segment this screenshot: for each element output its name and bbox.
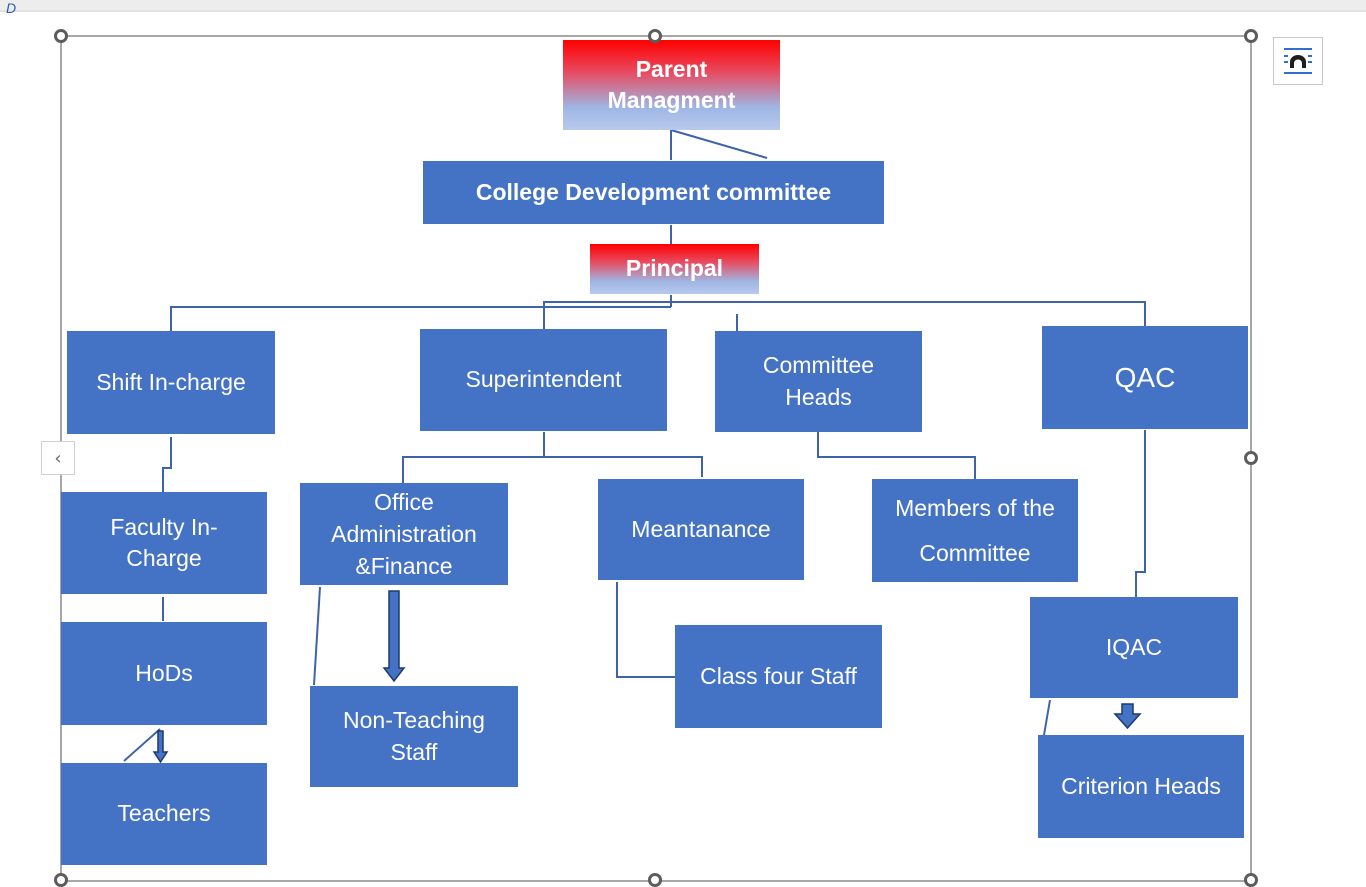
criterion-heads-box[interactable]: Criterion Heads (1038, 735, 1244, 838)
qac-box[interactable]: QAC (1042, 326, 1248, 429)
shift-incharge-box[interactable]: Shift In-charge (67, 331, 275, 434)
office-administration-box[interactable]: Office Administration &Finance (300, 483, 508, 585)
connector-bus-right (671, 301, 1146, 326)
resize-handle-bottom-right[interactable] (1244, 873, 1258, 887)
iqac-box[interactable]: IQAC (1030, 597, 1238, 698)
committee-heads-label: Committee Heads (762, 352, 875, 410)
superintendent-label: Superintendent (465, 366, 622, 393)
non-teaching-staff-label: Non-Teaching Staff (343, 707, 485, 765)
cdc-label: College Development committee (475, 178, 832, 205)
connector-office-nonteaching-diagonal (313, 586, 321, 686)
non-teaching-staff-box[interactable]: Non-Teaching Staff (310, 686, 518, 787)
corner-mark-icon: D (6, 0, 17, 16)
hods-box[interactable]: HoDs (61, 622, 267, 725)
resize-handle-top-left[interactable] (54, 29, 68, 43)
maintenance-label: Meantanance (631, 515, 771, 542)
principal-box[interactable]: Principal (590, 244, 759, 294)
arrow-hods-teachers (152, 730, 169, 764)
connector-maint-classfour (616, 582, 675, 678)
teachers-label: Teachers (117, 800, 211, 827)
faculty-incharge-label: Faculty In-Charge (110, 513, 218, 571)
college-development-committee-box[interactable]: College Development committee (423, 161, 884, 224)
office-administration-label: Office Administration &Finance (331, 488, 477, 580)
arrow-iqac-criterion (1113, 703, 1142, 730)
members-of-committee-box[interactable]: Members of the Committee (872, 479, 1078, 582)
maintenance-box[interactable]: Meantanance (598, 479, 804, 580)
superintendent-box[interactable]: Superintendent (420, 329, 667, 431)
connector-committee-members (817, 432, 976, 479)
document-top-bar (0, 0, 1366, 10)
resize-handle-top-right[interactable] (1244, 29, 1258, 43)
parent-management-box[interactable]: Parent Managment (563, 40, 780, 130)
connector-top-cdc-diagonal (670, 129, 768, 159)
resize-handle-top-middle[interactable] (648, 29, 662, 43)
connector-super-maint (544, 456, 703, 477)
faculty-incharge-box[interactable]: Faculty In-Charge (61, 492, 267, 594)
resize-handle-bottom-left[interactable] (54, 873, 68, 887)
resize-handle-bottom-middle[interactable] (648, 873, 662, 887)
connector-super-down (402, 432, 545, 483)
hods-label: HoDs (135, 659, 193, 686)
connector-iqac-criterion-diagonal (1043, 699, 1051, 736)
collapse-panel-button[interactable]: ‹ (41, 441, 75, 475)
connector-hods-teachers-diagonal (123, 728, 161, 762)
chevron-left-icon: ‹ (54, 447, 62, 469)
resize-handle-middle-right[interactable] (1244, 451, 1258, 465)
criterion-heads-label: Criterion Heads (1061, 772, 1221, 799)
connector-bus-left (170, 306, 671, 331)
iqac-label: IQAC (1105, 633, 1163, 660)
parent-management-label: Parent Managment (607, 55, 736, 113)
connector-superintendent (543, 301, 671, 329)
qac-label: QAC (1114, 361, 1176, 393)
arrow-office-nonteaching (382, 590, 406, 683)
committee-heads-box[interactable]: Committee Heads (715, 331, 922, 432)
teachers-box[interactable]: Teachers (61, 763, 267, 865)
layout-options-icon (1284, 48, 1312, 74)
class-four-staff-label: Class four Staff (700, 662, 857, 689)
document-top-shadow (0, 10, 1366, 12)
class-four-staff-box[interactable]: Class four Staff (675, 625, 882, 728)
connector-shift-faculty (162, 437, 172, 492)
layout-options-button[interactable] (1273, 37, 1323, 85)
members-of-committee-label: Members of the Committee (895, 494, 1055, 566)
principal-label: Principal (625, 255, 724, 282)
connector-qac-iqac (1135, 430, 1146, 597)
shift-incharge-label: Shift In-charge (96, 368, 246, 395)
